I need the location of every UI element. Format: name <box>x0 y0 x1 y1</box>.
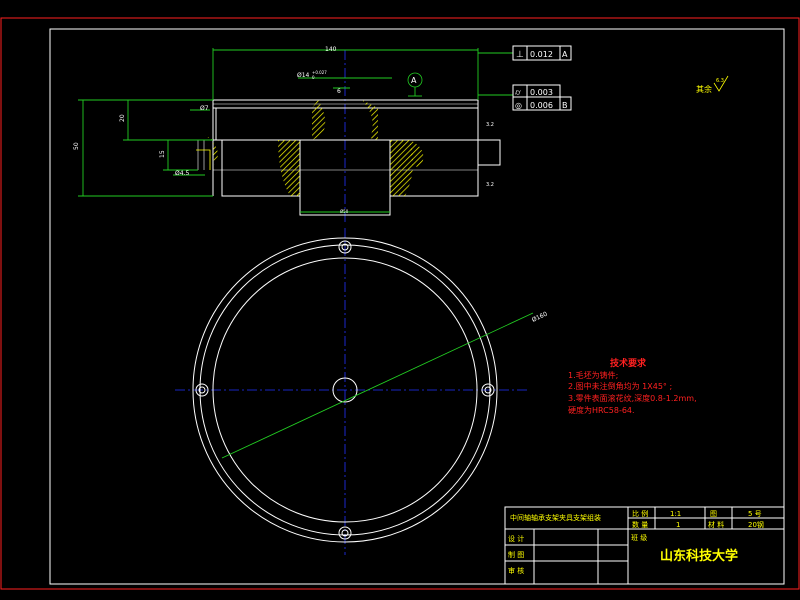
university-name: 山东科技大学 <box>660 548 738 564</box>
dim-inner-dia: Ø14 <box>297 72 310 79</box>
scale-label: 比 例 <box>632 509 648 518</box>
dim-bottom-bore: Ø50 <box>340 209 349 214</box>
dim-tol-lower: 0 <box>312 75 315 80</box>
notes-line-4: 硬度为HRC58-64. <box>568 405 635 415</box>
inner-rim <box>199 244 491 536</box>
rough-right-bottom: 3.2 <box>486 182 494 188</box>
drawing-name: 中间轴轴承支架夹具支架组装 <box>510 513 601 522</box>
gdt-3-datum: B <box>562 101 568 110</box>
dim-height-total: 50 <box>73 142 80 150</box>
sheet-value: 5 号 <box>748 510 762 518</box>
body-outline <box>215 108 479 216</box>
scale-value: 1:1 <box>670 510 681 518</box>
notes-title: 技术要求 <box>610 357 647 369</box>
gdt-3-symbol: ◎ <box>515 101 522 110</box>
dim-tol-upper: +0.027 <box>312 70 327 75</box>
rough-right-top: 3.2 <box>486 122 494 128</box>
designer-label: 设 计 <box>508 534 524 543</box>
plan-diameter-leader <box>221 312 534 459</box>
outer-rim <box>192 237 498 543</box>
gdt-1-datum: A <box>562 50 568 59</box>
center-bore <box>332 377 358 403</box>
qty-label: 数 量 <box>632 520 648 529</box>
material-label: 材 料 <box>708 520 724 529</box>
bolt-holes <box>195 240 495 540</box>
drafter-label: 制 图 <box>508 550 524 559</box>
dim-hole-small: Ø7 <box>200 105 209 112</box>
shaft-extension <box>478 139 501 166</box>
dim-hole-depth: Ø4.5 <box>175 170 189 177</box>
roughness-prefix: 其余 <box>696 84 712 94</box>
notes-line-1: 1.毛坯为铸件; <box>568 370 618 380</box>
gdt-2-symbol: ⌭ <box>515 88 521 97</box>
gdt-2-value: 0.003 <box>530 88 553 97</box>
gdt-1-value: 0.012 <box>530 50 553 59</box>
outer-frame <box>0 17 800 590</box>
dim-height-step: 15 <box>159 150 166 158</box>
dim-plan-dia: Ø160 <box>531 311 549 324</box>
gdt-3-value: 0.006 <box>530 101 553 110</box>
reviewer-label: 审 核 <box>508 566 524 575</box>
title-block: 中间轴轴承支架夹具支架组装 比 例 1:1 图 5 号 数 量 1 材 料 20… <box>504 506 785 585</box>
school-label: 班 级 <box>631 533 647 542</box>
hatch-left-body <box>278 140 300 196</box>
hatch-left-edge <box>205 135 218 165</box>
body-circle <box>212 257 478 523</box>
gdt-1-symbol: ⊥ <box>516 50 524 60</box>
technical-notes: 技术要求 1.毛坯为铸件; 2.图中未注倒角均为 1X45° ; 3.零件表面滚… <box>568 357 697 415</box>
dim-height-upper: 20 <box>119 114 126 122</box>
notes-line-3: 3.零件表面滚花纹,深度0.8-1.2mm, <box>568 393 697 403</box>
gdt-frame-3: ◎ 0.006 B <box>512 96 572 111</box>
roughness-check-icon <box>713 75 729 92</box>
drawing-border <box>49 28 785 585</box>
material-value: 20钢 <box>748 520 764 529</box>
general-roughness: 其余 6.3 <box>696 75 729 94</box>
sheet-label: 图 <box>710 510 717 518</box>
hatch-right-neck <box>362 100 378 140</box>
roughness-value: 6.3 <box>716 78 724 84</box>
qty-value: 1 <box>676 521 680 529</box>
datum-a-label: A <box>411 76 417 85</box>
section-view: 140 Ø14 +0.027 0 6 50 20 15 Ø7 Ø4.5 Ø50 … <box>73 46 501 225</box>
hatch-right-body <box>390 140 414 196</box>
hatch-left-neck <box>312 100 326 140</box>
gdt-frame-1: ⊥ 0.012 A <box>478 45 572 61</box>
dim-top-width: 140 <box>325 46 337 53</box>
plan-view: Ø160 <box>175 228 549 555</box>
notes-line-2: 2.图中未注倒角均为 1X45° ; <box>568 381 672 391</box>
dim-groove: 6 <box>337 88 341 95</box>
